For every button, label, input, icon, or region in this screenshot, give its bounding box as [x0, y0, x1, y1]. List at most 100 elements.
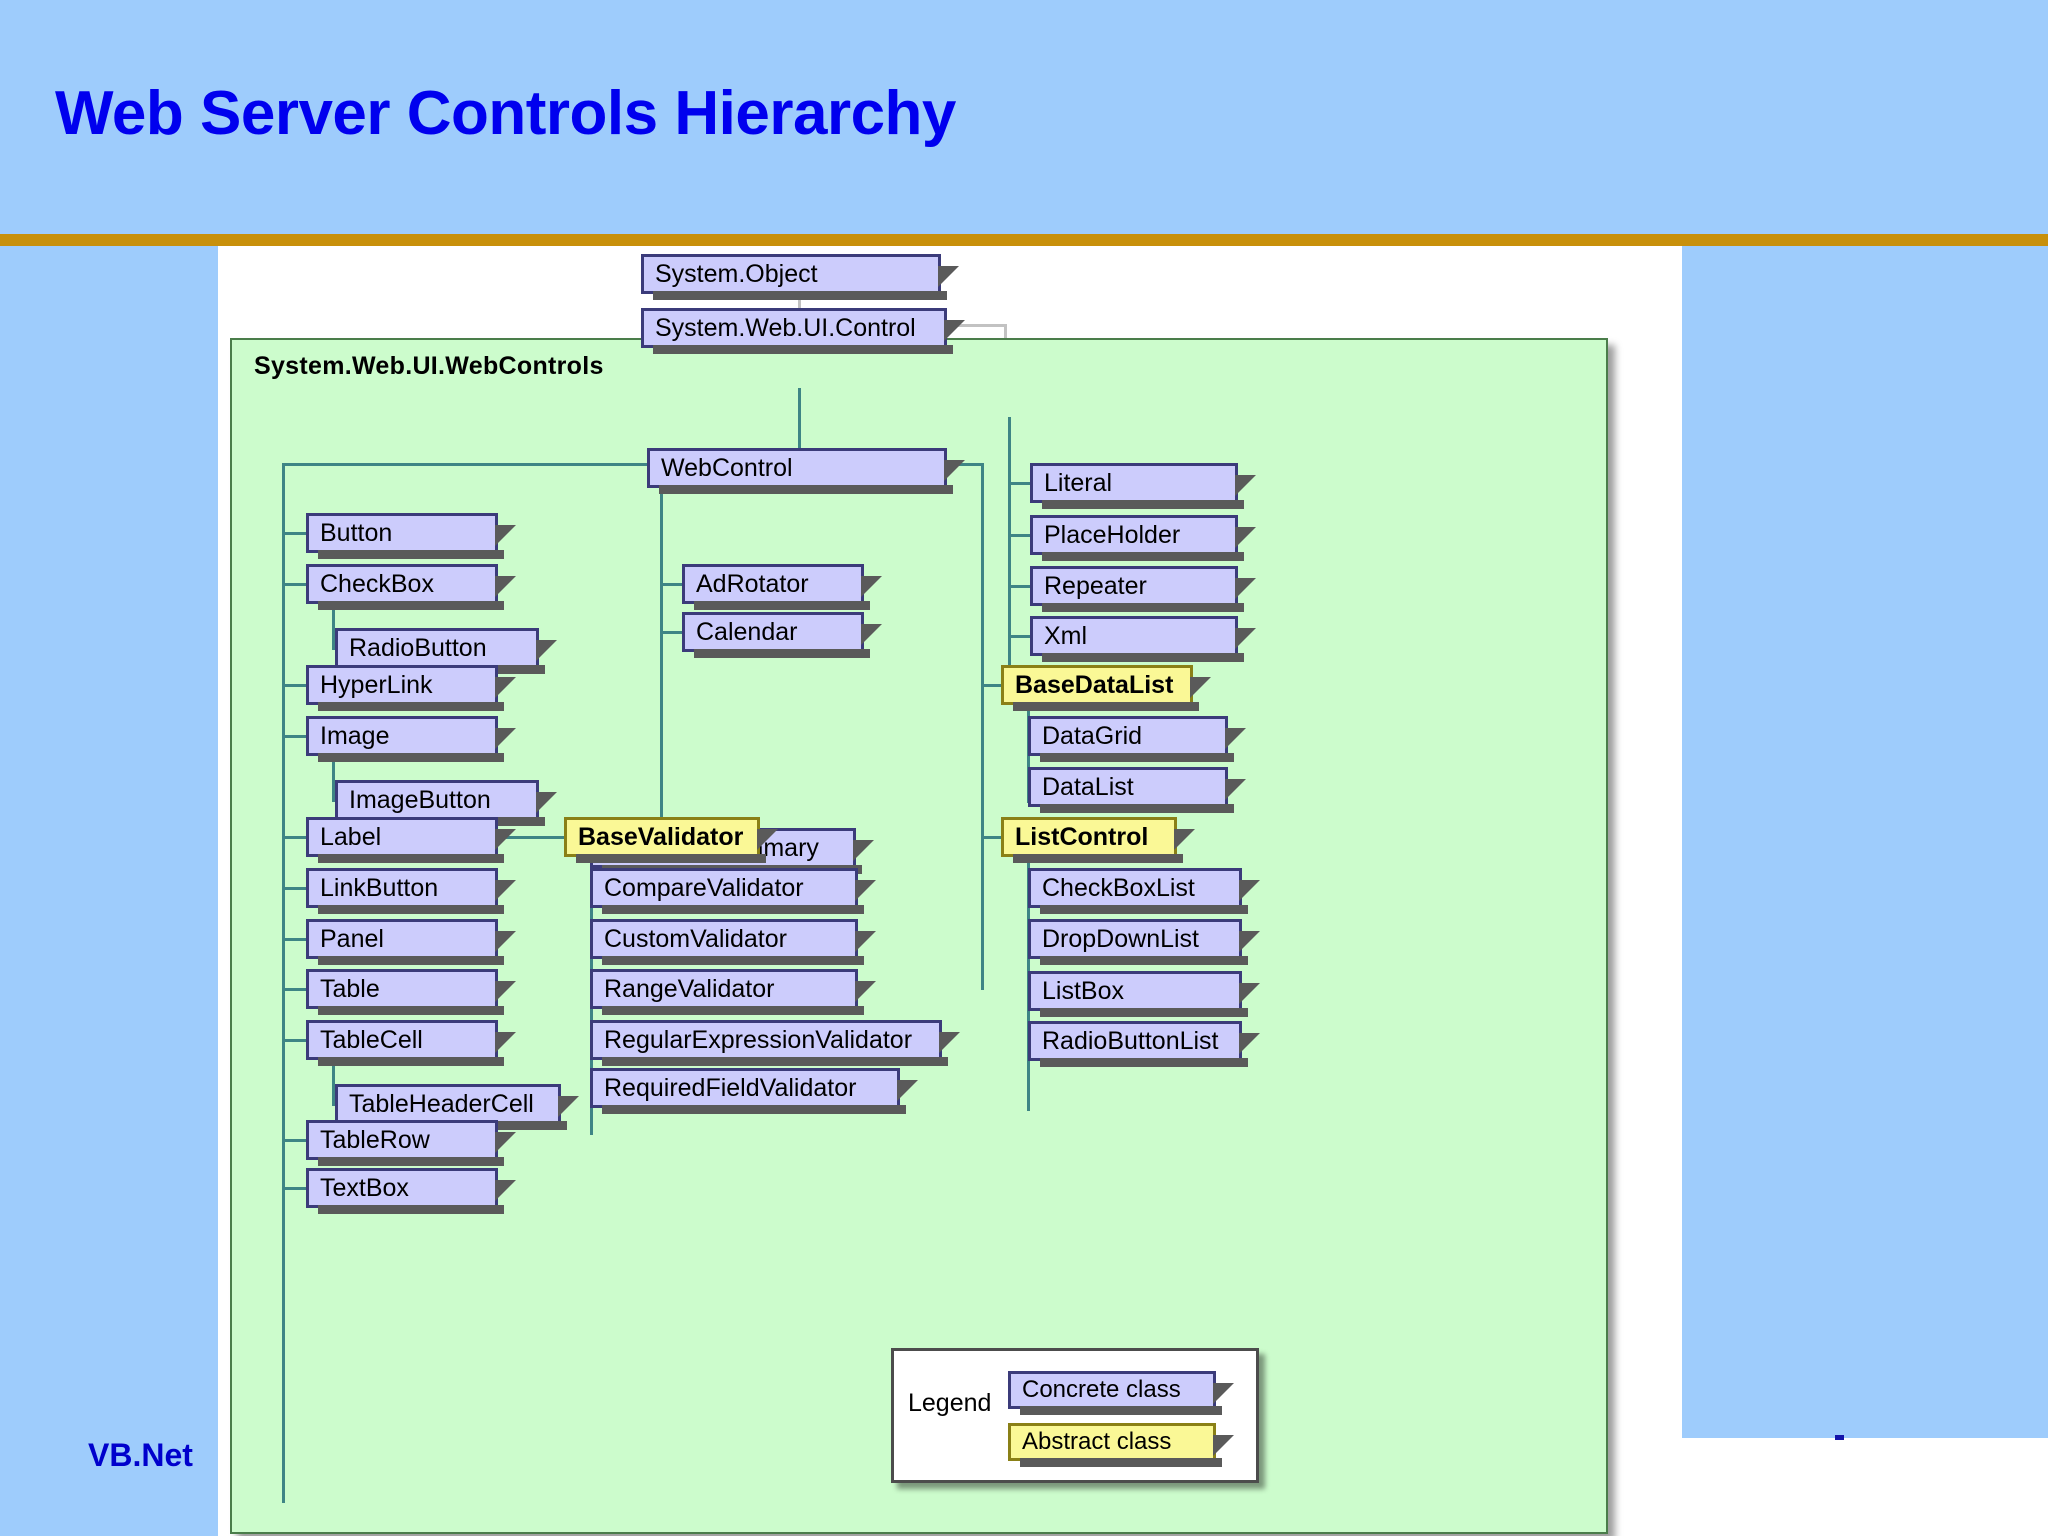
node-label: Literal [1044, 468, 1113, 497]
connector-left-hyperlink [282, 684, 308, 687]
connector-control-right-stub [947, 324, 1007, 327]
node-label: CustomValidator [604, 924, 787, 953]
connector-to-basevalidator [498, 836, 566, 839]
legend-box: Legend Concrete class Abstract class [891, 1348, 1259, 1483]
node-label: PlaceHolder [1044, 520, 1181, 549]
node-placeholder[interactable]: PlaceHolder [1030, 515, 1256, 561]
node-system-web-ui-control[interactable]: System.Web.UI.Control [641, 308, 965, 354]
footer-label: VB.Net [88, 1437, 193, 1473]
namespace-label: System.Web.UI.WebControls [254, 352, 604, 380]
right-spine [981, 463, 984, 990]
slide-number-marker [1835, 1435, 1844, 1440]
node-label: WebControl [661, 453, 793, 482]
node-xml[interactable]: Xml [1030, 616, 1256, 662]
node-tablerow[interactable]: TableRow [306, 1120, 516, 1166]
node-checkbox[interactable]: CheckBox [306, 564, 516, 610]
node-image[interactable]: Image [306, 716, 516, 762]
node-label: System.Object [655, 259, 818, 288]
node-datagrid[interactable]: DataGrid [1028, 716, 1246, 762]
connector-into-webcontrol [798, 388, 801, 450]
connector-left-button [282, 532, 308, 535]
connector-left-panel [282, 938, 308, 941]
connector-listcontrol [981, 836, 1008, 839]
connector-mid-calendar [660, 631, 684, 634]
node-customvalidator[interactable]: CustomValidator [590, 919, 876, 965]
connector-basedatalist [981, 684, 1008, 687]
connector-checkbox-to-radiobutton-v [332, 604, 335, 650]
node-label-control[interactable]: Label [306, 817, 516, 863]
node-linkbutton[interactable]: LinkButton [306, 868, 516, 914]
node-literal[interactable]: Literal [1030, 463, 1256, 509]
legend-abstract-swatch: Abstract class [1008, 1423, 1234, 1467]
node-tableheadercell[interactable]: TableHeaderCell [335, 1084, 579, 1130]
page-title: Web Server Controls Hierarchy [55, 79, 956, 148]
node-label: BaseValidator [578, 822, 744, 851]
node-calendar[interactable]: Calendar [682, 612, 882, 658]
node-label: Calendar [696, 617, 798, 646]
connector-object-to-control [798, 294, 801, 312]
connector-left-textbox [282, 1187, 308, 1190]
node-label: DropDownList [1042, 924, 1200, 953]
right-direct-spine [1008, 417, 1011, 667]
node-regularexpressionvalidator[interactable]: RegularExpressionValidator [590, 1020, 960, 1066]
node-table[interactable]: Table [306, 969, 516, 1015]
node-label: TableCell [320, 1025, 423, 1054]
node-button[interactable]: Button [306, 513, 516, 559]
connector-left-linkbutton [282, 887, 308, 890]
node-label: TextBox [320, 1173, 409, 1202]
node-imagebutton[interactable]: ImageButton [335, 780, 557, 826]
node-label: System.Web.UI.Control [655, 313, 916, 342]
node-dropdownlist[interactable]: DropDownList [1028, 919, 1260, 965]
namespace-package-box: System.Web.UI.WebControls WebControl But… [230, 338, 1608, 1534]
connector-left-tablerow [282, 1139, 308, 1142]
node-label: Label [320, 822, 382, 851]
node-repeater[interactable]: Repeater [1030, 566, 1256, 612]
connector-mid-adrotator [660, 583, 684, 586]
node-requiredfieldvalidator[interactable]: RequiredFieldValidator [590, 1068, 918, 1114]
node-label: RangeValidator [604, 974, 775, 1003]
node-label: DataList [1042, 772, 1134, 801]
node-label: Panel [320, 924, 384, 953]
node-webcontrol[interactable]: WebControl [647, 448, 965, 494]
connector-xml [1008, 635, 1032, 638]
connector-left-image [282, 735, 308, 738]
node-rangevalidator[interactable]: RangeValidator [590, 969, 876, 1015]
node-label: RadioButton [349, 633, 487, 662]
connector-image-to-imagebutton-v [332, 756, 335, 802]
connector-left-checkbox [282, 583, 308, 586]
left-spine [282, 463, 285, 1503]
legend-concrete-swatch: Concrete class [1008, 1371, 1234, 1415]
bottom-white-band [1680, 1438, 2048, 1536]
node-label: RegularExpressionValidator [604, 1025, 913, 1054]
connector-placeholder [1008, 534, 1032, 537]
node-tablecell[interactable]: TableCell [306, 1020, 516, 1066]
node-label: ImageButton [349, 785, 491, 814]
node-radiobuttonlist[interactable]: RadioButtonList [1028, 1021, 1260, 1067]
connector-literal [1008, 482, 1032, 485]
title-divider-rule [0, 234, 2048, 246]
node-label: BaseDataList [1015, 670, 1174, 699]
node-label: HyperLink [320, 670, 433, 699]
node-listcontrol[interactable]: ListControl [1001, 817, 1195, 863]
connector-left-tablecell [282, 1039, 308, 1042]
node-hyperlink[interactable]: HyperLink [306, 665, 516, 711]
node-label: Repeater [1044, 571, 1147, 600]
node-label: TableRow [320, 1125, 430, 1154]
node-comparevalidator[interactable]: CompareValidator [590, 868, 876, 914]
node-label: ListControl [1015, 822, 1149, 851]
node-basevalidator[interactable]: BaseValidator [564, 817, 778, 863]
node-label: RequiredFieldValidator [604, 1073, 857, 1102]
connector-webcontrol-to-left-spine [282, 463, 650, 466]
connector-left-table [282, 988, 308, 991]
node-label: Button [320, 518, 393, 547]
node-textbox[interactable]: TextBox [306, 1168, 516, 1214]
node-listbox[interactable]: ListBox [1028, 971, 1260, 1017]
connector-tablecell-to-headercell-v [332, 1060, 335, 1106]
node-panel[interactable]: Panel [306, 919, 516, 965]
node-basedatalist[interactable]: BaseDataList [1001, 665, 1211, 711]
node-adrotator[interactable]: AdRotator [682, 564, 882, 610]
node-radiobutton[interactable]: RadioButton [335, 628, 557, 674]
node-checkboxlist[interactable]: CheckBoxList [1028, 868, 1260, 914]
node-datalist[interactable]: DataList [1028, 767, 1246, 813]
node-system-object[interactable]: System.Object [641, 254, 959, 300]
